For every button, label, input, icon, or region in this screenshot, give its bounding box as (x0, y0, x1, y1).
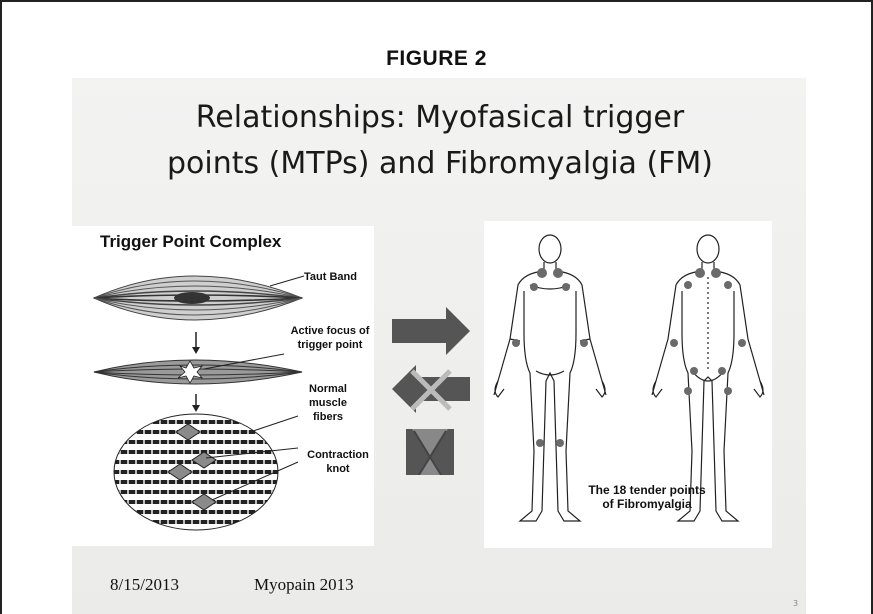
tender-point-icon (711, 268, 721, 278)
tender-point-icon (562, 283, 570, 291)
tender-points-caption: The 18 tender points of Fibromyalgia (582, 483, 712, 511)
tender-point-icon (537, 268, 547, 278)
tender-point-icon (738, 339, 746, 347)
tender-point-icon (580, 339, 588, 347)
label-taut-band: Taut Band (304, 270, 357, 284)
page-number: 3 (793, 599, 798, 608)
title-line-1: Relationships: Myofasical trigger (100, 95, 780, 141)
footer-event: Myopain 2013 (254, 575, 354, 595)
active-focus-spindle (94, 360, 302, 384)
slide-title: Relationships: Myofasical trigger points… (100, 95, 780, 187)
label-active-focus: Active focus of trigger point (284, 324, 376, 352)
tender-point-icon (684, 387, 692, 395)
tender-point-icon (695, 268, 705, 278)
tender-point-icon (512, 339, 520, 347)
title-line-2: points (MTPs) and Fibromyalgia (FM) (100, 141, 780, 187)
label-normal-fibers: Normal muscle fibers (298, 382, 358, 424)
trigger-point-complex-panel: Trigger Point Complex (72, 226, 374, 546)
tender-point-icon (718, 367, 726, 375)
normal-fibers-pointer (250, 416, 298, 432)
label-contraction-line1: Contraction (298, 448, 378, 462)
tender-point-icon (684, 281, 692, 289)
right-arrow-icon (392, 307, 470, 355)
footer-date: 8/15/2013 (110, 575, 179, 595)
label-contraction-knot: Contraction knot (298, 448, 378, 476)
label-active-focus-line2: trigger point (284, 338, 376, 352)
down-arrow-2 (192, 394, 200, 412)
tender-points (512, 268, 746, 447)
tender-point-icon (530, 283, 538, 291)
body-front-figure (494, 235, 606, 521)
crossed-left-arrow-icon (392, 365, 470, 413)
tender-point-icon (690, 367, 698, 375)
crossed-block-icon (406, 429, 454, 475)
label-normal-line2: muscle (298, 396, 358, 410)
down-arrow-1 (192, 332, 200, 354)
fibromyalgia-body-panel: The 18 tender points of Fibromyalgia (484, 221, 772, 548)
body-back-figure (652, 235, 764, 521)
taut-band-spindle (94, 276, 302, 320)
tender-caption-line2: of Fibromyalgia (582, 497, 712, 511)
label-contraction-line2: knot (298, 462, 378, 476)
label-normal-line1: Normal (298, 382, 358, 396)
taut-band-pointer (270, 276, 304, 286)
tender-point-icon (670, 339, 678, 347)
label-active-focus-line1: Active focus of (284, 324, 376, 338)
tender-point-icon (724, 387, 732, 395)
figure-label: FIGURE 2 (0, 47, 873, 71)
tender-caption-line1: The 18 tender points (582, 483, 712, 497)
tender-point-icon (556, 439, 564, 447)
label-normal-line3: fibers (298, 410, 358, 424)
tender-point-icon (724, 281, 732, 289)
tender-point-icon (553, 268, 563, 278)
tender-point-icon (536, 439, 544, 447)
relationship-arrows (390, 305, 480, 475)
